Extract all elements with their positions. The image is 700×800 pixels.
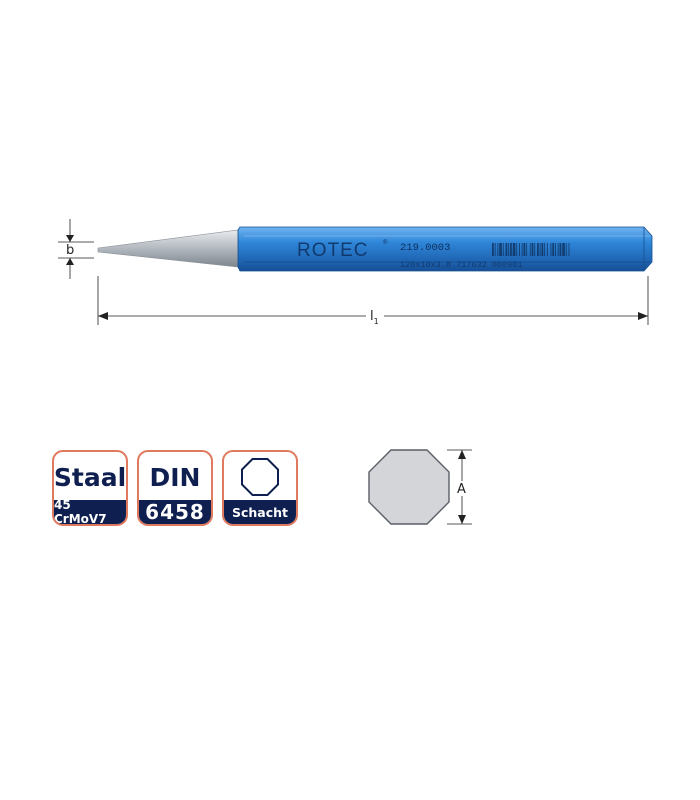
dim-l1-label: l1: [370, 309, 379, 326]
registered-mark: ®: [383, 239, 388, 246]
dim-l1-arrow-left: [98, 312, 108, 320]
barcode-bar: [508, 243, 510, 256]
punch-tip: [97, 229, 239, 268]
dim-b-label: b: [66, 243, 74, 258]
barcode-bar: [521, 243, 523, 256]
barcode-bar: [510, 243, 512, 256]
barcode-bar: [526, 243, 528, 256]
barcode-bar: [557, 243, 559, 256]
dimension-l1: [97, 276, 649, 325]
punch-body: [237, 226, 653, 272]
barcode-bar: [537, 243, 539, 256]
sub-code: 120x10x3.8 717632 000901: [400, 260, 522, 270]
barcode-bar: [534, 243, 536, 256]
barcode-bar: [562, 243, 565, 256]
cross-section-octagon: [368, 449, 450, 525]
barcode-bar: [559, 243, 562, 256]
badge-shaft-label: Schacht: [224, 500, 296, 524]
badge-material-spec: 45 CrMoV7: [54, 498, 126, 524]
dim-a-label: A: [457, 482, 466, 497]
octagon-icon: [241, 458, 279, 496]
barcode-bar: [550, 243, 552, 256]
dim-b-arrow-down: [66, 235, 74, 242]
barcode-bar: [541, 243, 544, 256]
article-number: 219.0003: [400, 242, 450, 254]
badge-standard-title: DIN: [149, 462, 201, 492]
barcode-bar: [523, 243, 526, 256]
barcode-bar: [552, 243, 555, 256]
dim-l1-arrow-right: [638, 312, 648, 320]
barcode-bar: [531, 243, 534, 256]
badge-standard: DIN 6458: [137, 450, 213, 526]
barcode-bar: [512, 243, 516, 256]
barcode-bar: [546, 243, 548, 256]
badge-shaft: Schacht: [222, 450, 298, 526]
barcode-bar: [544, 243, 546, 256]
brand-engraving: ROTEC: [297, 240, 369, 261]
barcode-bar: [539, 243, 541, 256]
barcode-bar: [494, 243, 496, 256]
barcode-bar: [555, 243, 556, 256]
dim-a-arrow-down: [458, 515, 466, 524]
barcode-bar: [502, 243, 504, 256]
badge-material-title: Staal: [53, 462, 127, 492]
barcode-bar: [568, 243, 570, 256]
dimension-b: [58, 219, 94, 279]
badge-material: Staal 45 CrMoV7: [52, 450, 128, 526]
dim-b-arrow-up: [66, 258, 74, 265]
barcode-bar: [505, 243, 508, 256]
barcode-bar: [565, 243, 567, 256]
barcode-bar: [492, 243, 494, 256]
barcode-bar: [516, 243, 518, 256]
barcode-bar: [497, 243, 499, 256]
barcode: [492, 243, 570, 256]
barcode-bar: [499, 243, 502, 256]
dim-a-arrow-up: [458, 450, 466, 459]
barcode-bar: [519, 243, 520, 256]
barcode-bar: [529, 243, 531, 256]
badge-shaft-icon-area: [224, 452, 296, 502]
badge-standard-number: 6458: [139, 500, 211, 524]
